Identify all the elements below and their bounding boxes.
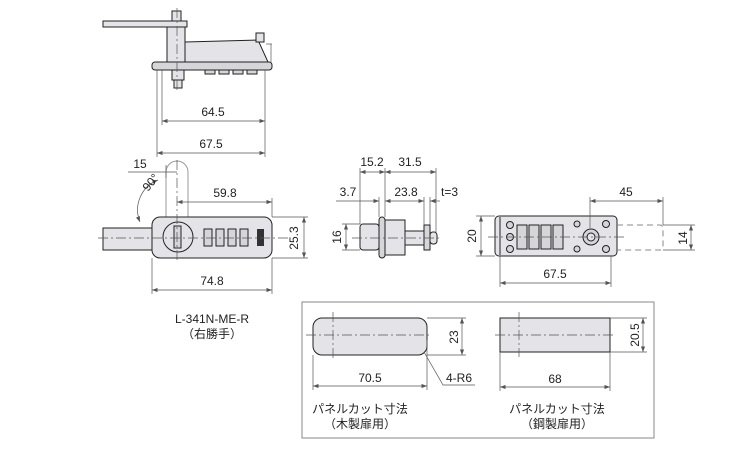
dim-20: 20: [465, 229, 479, 243]
hub: [166, 26, 186, 63]
wood-cut-title: パネルカット寸法: [312, 402, 408, 416]
back-view: 45 20 14 67.5: [465, 185, 695, 287]
dim-64-5: 64.5: [201, 105, 225, 119]
dim-15: 15: [133, 157, 147, 171]
front-view: 90° 15 59.8 25.3 74.8 L-341N-ME-R （右勝手）: [98, 157, 308, 341]
side-view: 15.2 31.5 3.7 23.8 t=3 16: [330, 155, 458, 259]
dim-31-5: 31.5: [398, 155, 422, 169]
radius-label: 4-R6: [446, 371, 472, 385]
wood-cutout-shape: [312, 317, 428, 356]
radius-leader: [423, 351, 475, 386]
dim-16: 16: [330, 230, 344, 244]
bolt: [171, 10, 182, 22]
wood-cut-subtitle: （木製扉用）: [324, 417, 396, 431]
panel-cut-box: 23 70.5 4-R6 パネルカット寸法 （木製扉用） 20.5 68 パネル…: [301, 301, 655, 439]
top-view: 64.5 67.5: [102, 8, 273, 157]
hand-label: （右勝手）: [182, 326, 242, 341]
knob-side: [359, 223, 380, 251]
top-tab: [255, 32, 265, 43]
rotation-arc: [135, 179, 159, 223]
dim-67-5-top: 67.5: [199, 137, 223, 151]
knob-slot: [173, 225, 182, 249]
dim-3-7: 3.7: [340, 185, 357, 199]
wood-door-cutout: 23 70.5 4-R6 パネルカット寸法 （木製扉用）: [306, 312, 475, 431]
dim-23: 23: [447, 330, 461, 344]
shaft-tip: [173, 79, 183, 89]
release-button: [257, 229, 264, 246]
dim-15-2: 15.2: [360, 155, 384, 169]
dim-14: 14: [676, 231, 690, 245]
lever-bar: [102, 20, 188, 28]
dim-23-8: 23.8: [394, 185, 418, 199]
wheel-studs: [204, 69, 258, 75]
dim-thickness: t=3: [441, 185, 458, 199]
dim-25-3: 25.3: [287, 226, 301, 250]
dim-20-5: 20.5: [628, 323, 642, 347]
model-number: L-341N-ME-R: [175, 312, 249, 326]
body-side: [384, 219, 406, 256]
dim-70-5: 70.5: [358, 371, 382, 385]
steel-cut-title: パネルカット寸法: [509, 402, 605, 416]
steel-door-cutout: 20.5 68 パネルカット寸法 （鋼製扉用）: [495, 312, 647, 431]
flange: [378, 216, 386, 259]
dim-90-deg: 90°: [140, 171, 163, 194]
lever-outline: [617, 224, 664, 251]
dim-68: 68: [548, 372, 562, 386]
front-plate: [151, 61, 273, 71]
steel-cut-subtitle: （鋼製扉用）: [521, 417, 593, 431]
cam-plate: [423, 224, 431, 251]
combination-wheels: [203, 228, 249, 247]
dim-67-5-back: 67.5: [543, 267, 567, 281]
dim-59-8: 59.8: [213, 186, 237, 200]
lock-body: [184, 39, 269, 63]
dim-74-8: 74.8: [200, 274, 224, 288]
shaft: [171, 69, 185, 81]
latch-bolt: [102, 227, 156, 251]
dim-45: 45: [619, 185, 633, 199]
